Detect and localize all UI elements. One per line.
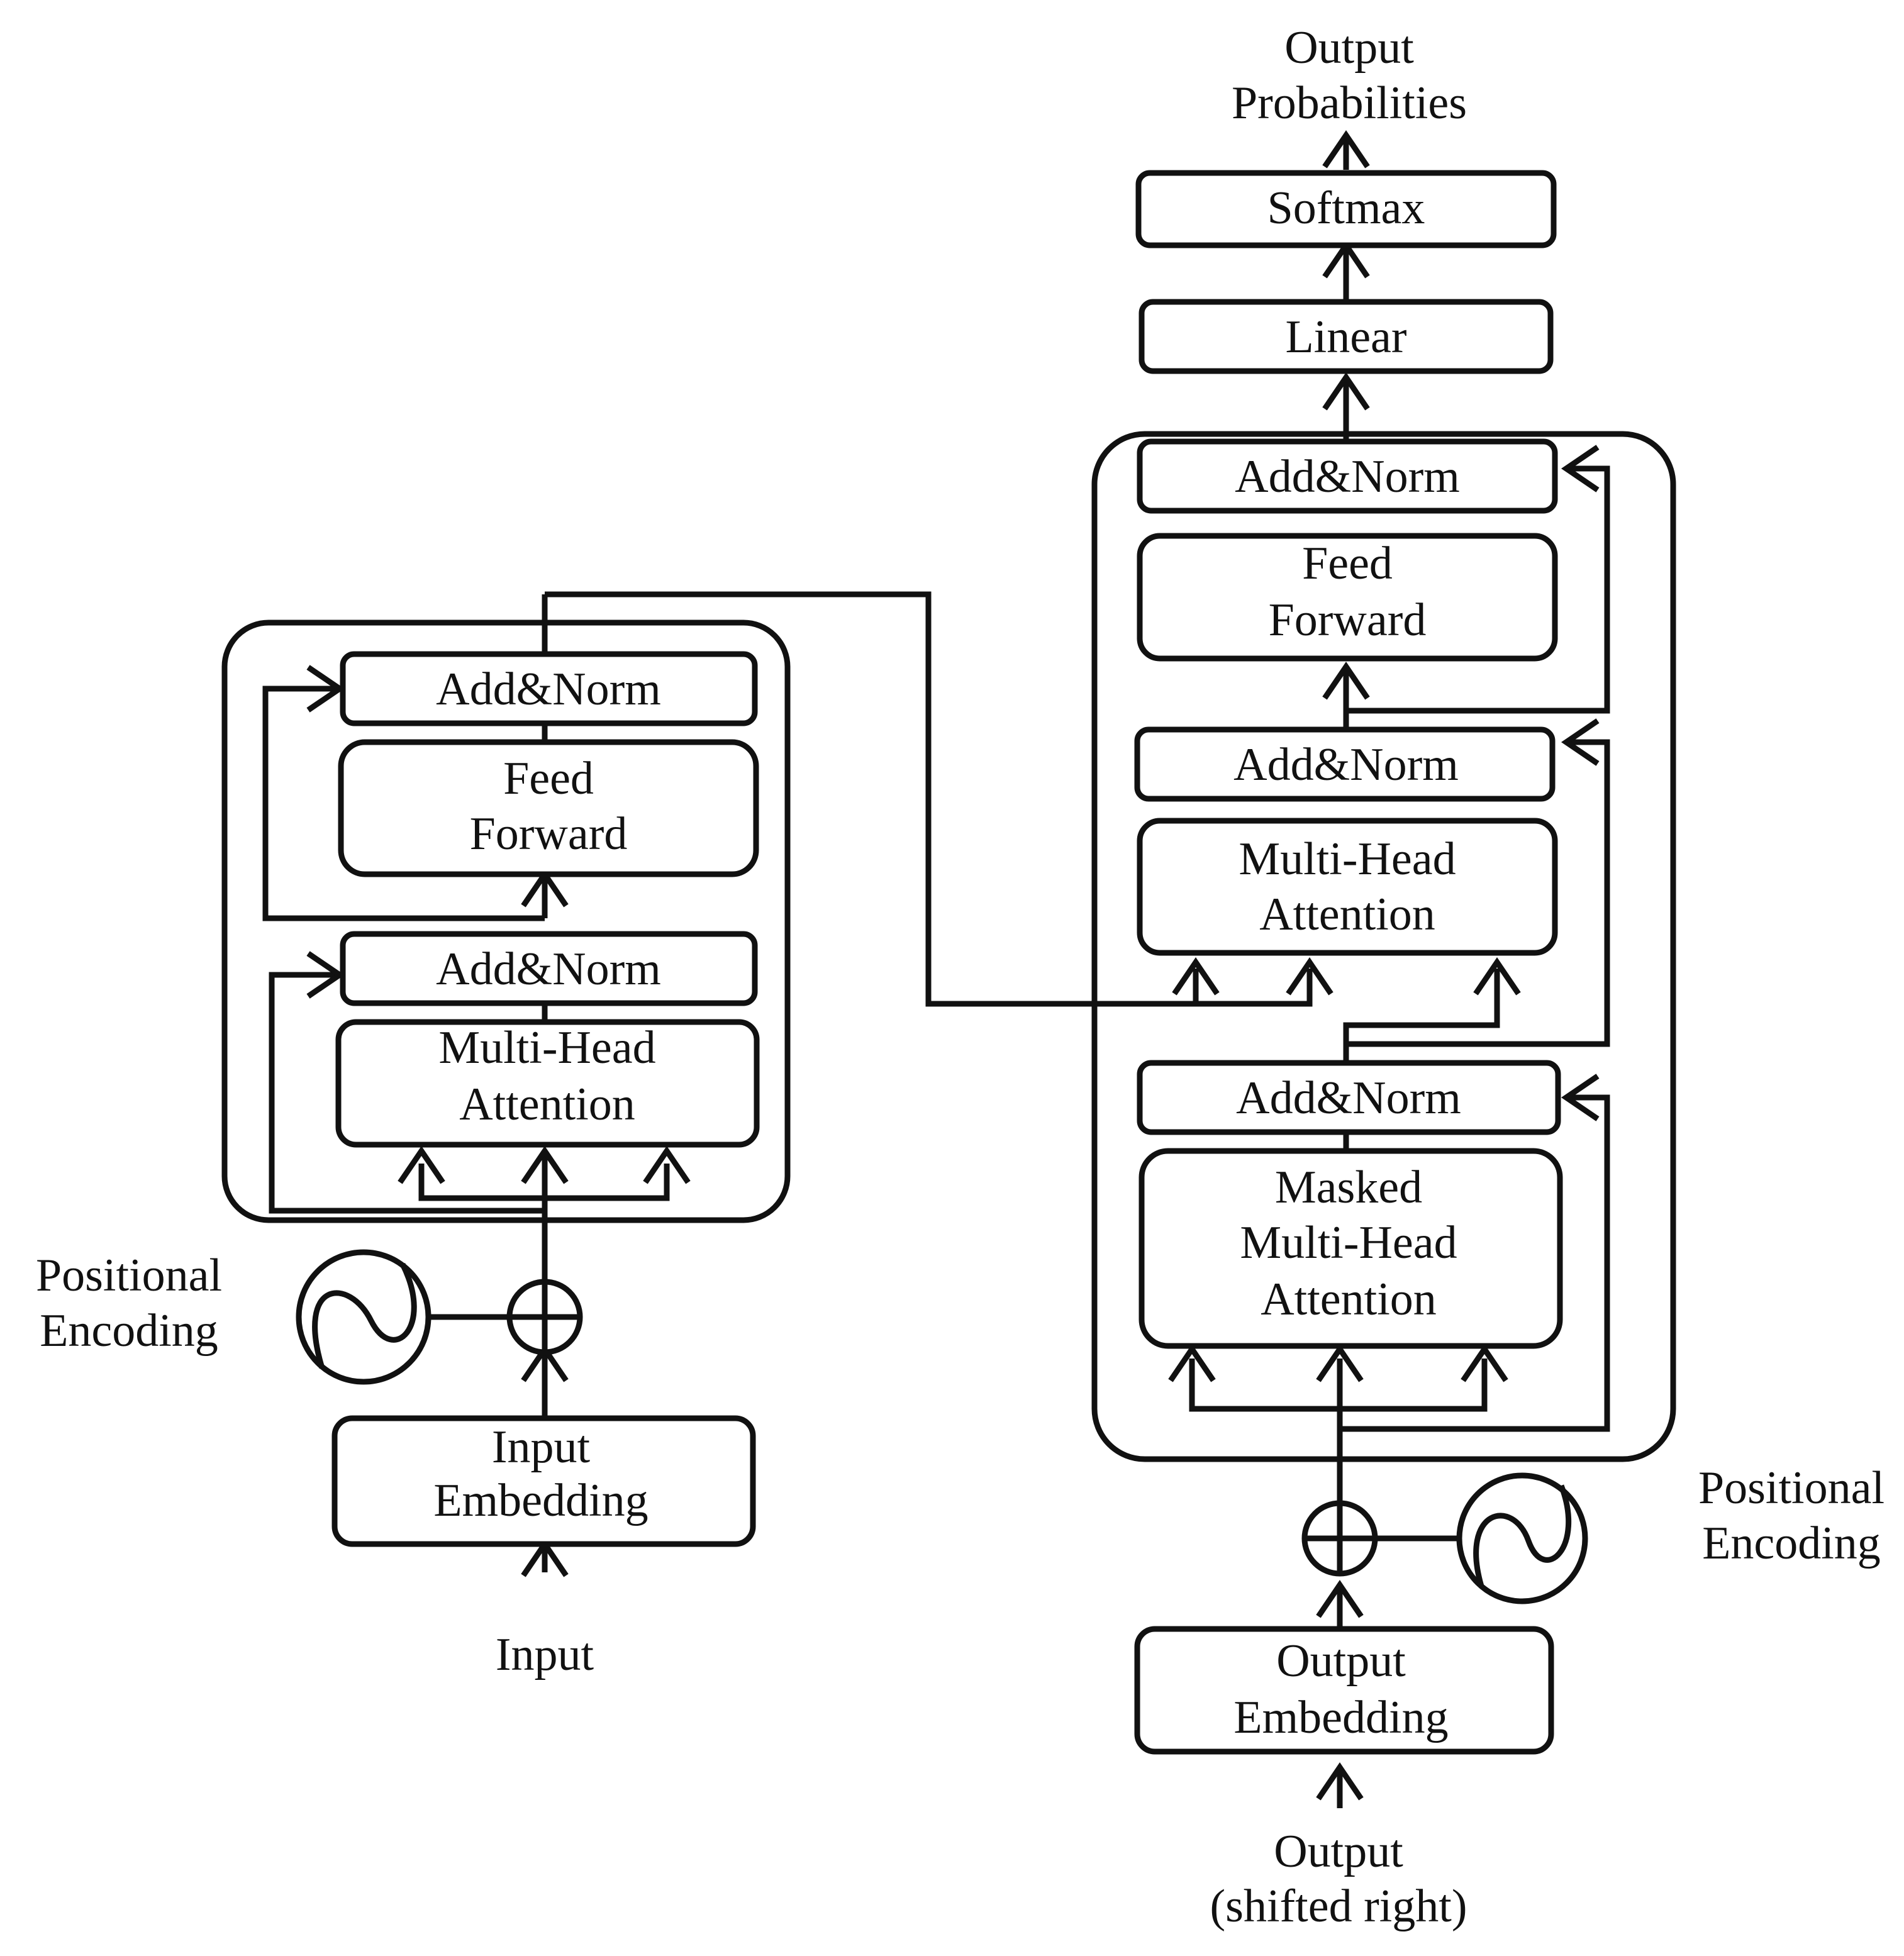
decoder-add-norm-middle-label: Add&Norm [1233,739,1459,791]
decoder-positional-encoding-label-line1: Positional [1698,1462,1885,1514]
decoder-linear-label: Linear [1285,311,1406,363]
decoder-attention-label-line1: Multi-Head [1239,833,1456,885]
decoder-output-embedding-label-line2: Embedding [1233,1692,1448,1743]
encoder-attention-label-line1: Multi-Head [438,1022,655,1074]
decoder-softmax-box [1135,170,1557,248]
decoder-masked-attention-label-line2: Multi-Head [1240,1217,1457,1269]
encoder-input-label: Input [496,1629,594,1681]
decoder-output-label-line1: Output [1274,1826,1403,1877]
decoder-feed-forward-label-line2: Forward [1269,594,1427,646]
decoder-positional-encoding-label-line2: Encoding [1702,1518,1881,1569]
decoder-output-embedding-box [1134,1626,1554,1755]
encoder-input-embedding-label-line2: Embedding [433,1475,648,1526]
encoder-input-embedding-box [331,1415,756,1547]
decoder-add-norm-bottom-label: Add&Norm [1236,1072,1461,1124]
decoder-masked-attention-box [1139,1148,1563,1349]
encoder-feed-forward-label-line1: Feed [503,753,594,804]
decoder-output-embedding-label-line1: Output [1276,1635,1406,1687]
decoder-output-label-line2: (shifted right) [1210,1881,1467,1932]
decoder-attention-box [1137,818,1558,956]
sine-wave-icon [296,1249,431,1385]
decoder-masked-attention-label-line3: Attention [1261,1274,1437,1325]
decoder-masked-attention-label-line1: Masked [1275,1162,1422,1213]
decoder-output-probabilities-label-line1: Output [1284,22,1414,74]
decoder-feed-forward-label-line1: Feed [1302,538,1393,589]
encoder-add-norm-top-box [340,651,758,726]
encoder-input-embedding-label-line1: Input [492,1421,591,1473]
decoder-softmax-label: Softmax [1267,182,1425,234]
encoder-attention-box [335,1019,760,1148]
encoder-attention-label-line2: Attention [459,1079,635,1130]
decoder-feed-forward-box [1137,533,1558,662]
encoder-feed-forward-label-line2: Forward [470,808,628,860]
decoder-add-norm-bottom-box [1137,1060,1561,1135]
encoder-add-norm-bottom-label: Add&Norm [436,943,661,995]
decoder-circle-plus-icon [1301,1500,1378,1577]
decoder-attention-label-line2: Attention [1259,889,1435,940]
encoder-block-frame [221,620,791,1223]
encoder-positional-encoding-label-line1: Positional [36,1250,222,1301]
encoder-positional-encoding-label-line2: Encoding [40,1305,218,1357]
encoder-wires [262,591,1313,1572]
decoder-linear-box [1139,299,1554,374]
decoder-add-norm-middle-box [1134,726,1556,802]
decoder-sine-wave-icon [1456,1472,1588,1604]
encoder-add-norm-top-label: Add&Norm [436,664,661,715]
encoder-add-norm-bottom-box [340,931,758,1006]
decoder-add-norm-top-label: Add&Norm [1235,451,1460,503]
decoder-block-frame [1091,431,1676,1462]
decoder-add-norm-top-box [1137,438,1558,514]
decoder-output-probabilities-label-line2: Probabilities [1232,77,1467,129]
circle-plus-icon [506,1279,583,1355]
encoder-feed-forward-box [338,739,759,877]
